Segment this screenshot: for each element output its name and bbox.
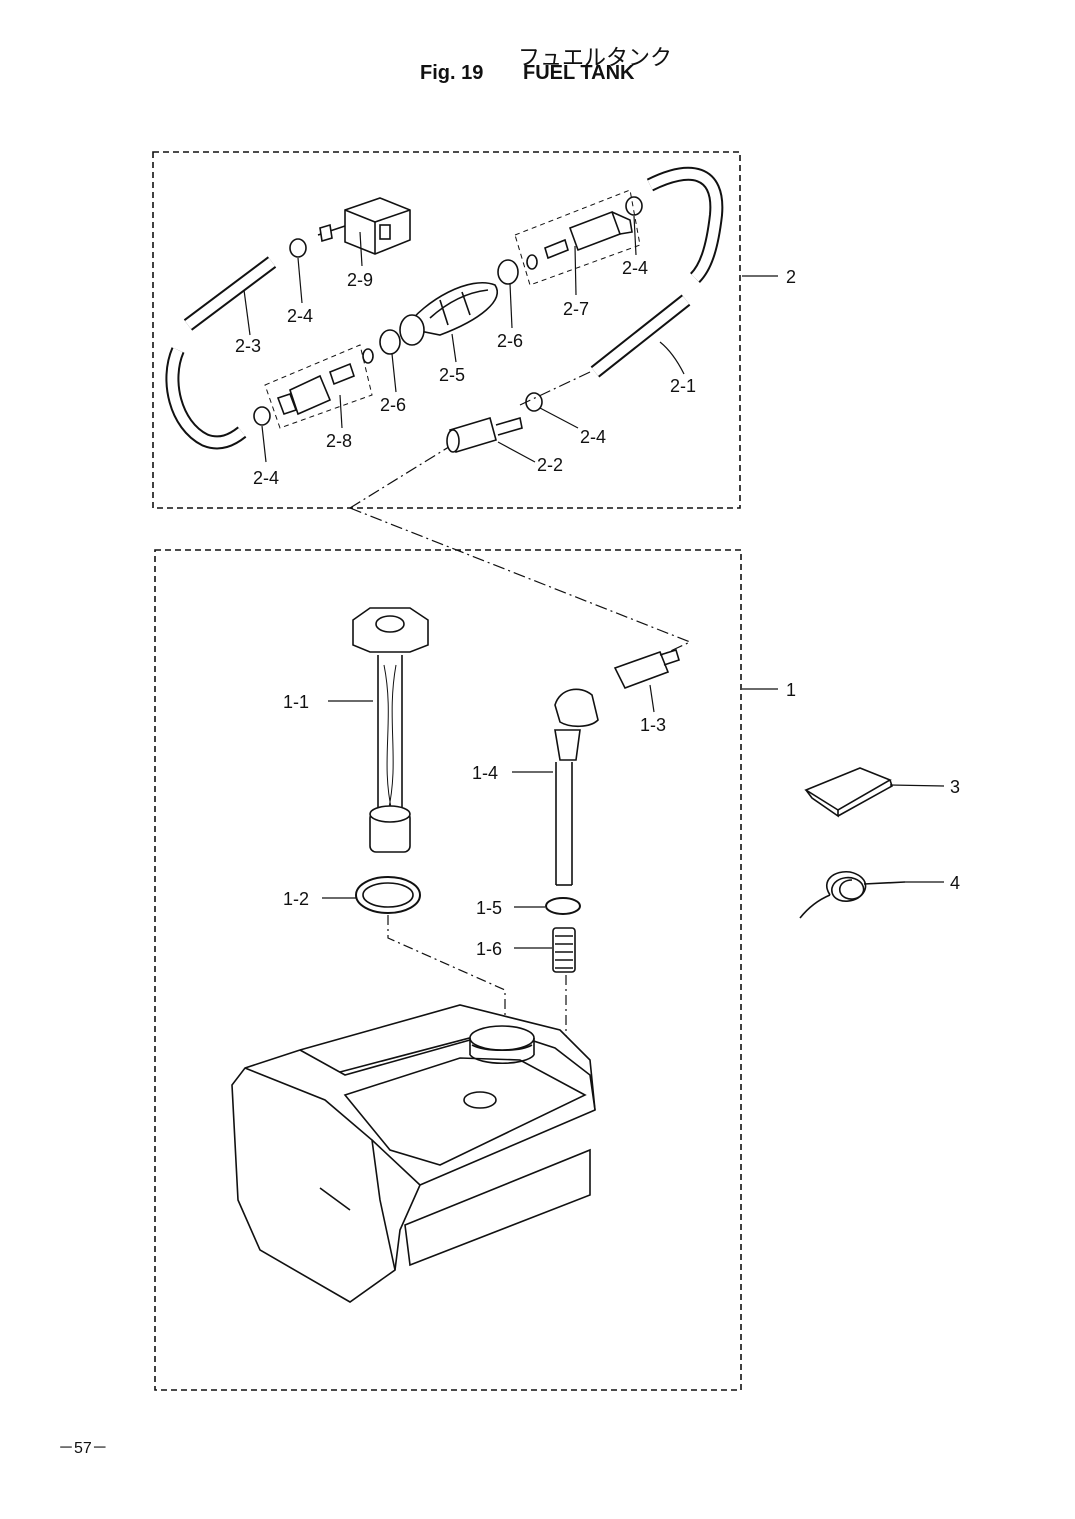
- coupler-2-8: [264, 344, 373, 429]
- coupler-2-7: [514, 189, 641, 286]
- callout-2-4-d: 2-4: [580, 427, 606, 447]
- clamp-2-4-c: [253, 406, 271, 426]
- phantom-line-connector-to-box: [349, 444, 453, 509]
- leader-2-4a: [297, 257, 303, 304]
- primer-bulb-2-5: [399, 282, 498, 346]
- callout-2: 2: [786, 267, 796, 287]
- phantom-line-hose-to-connector: [519, 371, 591, 406]
- callout-2-7: 2-7: [563, 299, 589, 319]
- pad-3: [804, 767, 893, 818]
- washer-2-6-a: [362, 348, 374, 364]
- clamp-2-4-a: [289, 238, 307, 258]
- leader-2-2: [497, 441, 536, 463]
- leader-2-6a: [391, 353, 397, 393]
- callout-3: 3: [950, 777, 960, 797]
- leader-2-4b: [633, 215, 637, 256]
- callout-1-6: 1-6: [476, 939, 502, 959]
- leader-2-5: [451, 333, 457, 363]
- connector-2-2: [446, 416, 523, 454]
- callout-1-3: 1-3: [640, 715, 666, 735]
- figure-title: FUEL TANK: [523, 62, 635, 84]
- figure-number: Fig. 19: [420, 62, 484, 84]
- leader-1-3: [649, 684, 655, 713]
- hose-2-3: [165, 256, 277, 450]
- figure-title-japanese: フュエルタンク: [518, 46, 673, 71]
- phantom-line-gauge-to-tank: [387, 915, 506, 1018]
- pickup-tube-1-4: [554, 688, 599, 886]
- spring-4: [799, 870, 906, 919]
- callout-1-4: 1-4: [472, 763, 498, 783]
- leader-2-9: [359, 231, 363, 267]
- clamp-2-4-b: [625, 196, 643, 216]
- callout-1-1: 1-1: [283, 692, 309, 712]
- fitting-1-3: [613, 648, 680, 690]
- callout-2-3: 2-3: [235, 336, 261, 356]
- leader-3: [889, 784, 945, 787]
- tank-assembly-box: [154, 549, 742, 1391]
- leader-2-4c: [261, 425, 267, 463]
- callout-2-8: 2-8: [326, 431, 352, 451]
- callout-2-4-c: 2-4: [253, 468, 279, 488]
- hose-assembly-box: [152, 151, 741, 509]
- callout-1: 1: [786, 680, 796, 700]
- leader-2-1: [659, 341, 685, 375]
- clamp-2-4-d: [525, 392, 543, 412]
- connector-2-9: [317, 197, 411, 255]
- leader-2-7: [574, 245, 577, 296]
- callout-4: 4: [950, 873, 960, 893]
- callout-2-5: 2-5: [439, 365, 465, 385]
- o-ring-1-2: [355, 876, 421, 914]
- callout-2-4-b: 2-4: [622, 258, 648, 278]
- leader-2-8: [339, 394, 343, 429]
- page-number: －57－: [58, 1440, 108, 1457]
- callout-2-6-a: 2-6: [380, 395, 406, 415]
- o-ring-1-2-inner: [362, 882, 414, 908]
- callout-1-5: 1-5: [476, 898, 502, 918]
- callout-1-2: 1-2: [283, 889, 309, 909]
- callout-2-9: 2-9: [347, 270, 373, 290]
- fuel-gauge-1-1: [352, 607, 429, 853]
- filter-1-6: [552, 927, 576, 973]
- callout-2-1: 2-1: [670, 376, 696, 396]
- fitting-2-6-a: [379, 329, 401, 355]
- leader-2-6b: [509, 283, 513, 329]
- o-ring-1-5: [545, 897, 581, 915]
- leader-2-3: [243, 289, 251, 336]
- callout-2-2: 2-2: [537, 455, 563, 475]
- leader-2-4d: [539, 407, 579, 429]
- washer-2-6-b: [526, 254, 538, 270]
- fitting-2-6-b: [497, 259, 519, 285]
- callout-2-6-b: 2-6: [497, 331, 523, 351]
- fuel-tank: [231, 1004, 596, 1303]
- hose-2-1: [590, 166, 724, 378]
- callout-2-4-a: 2-4: [287, 306, 313, 326]
